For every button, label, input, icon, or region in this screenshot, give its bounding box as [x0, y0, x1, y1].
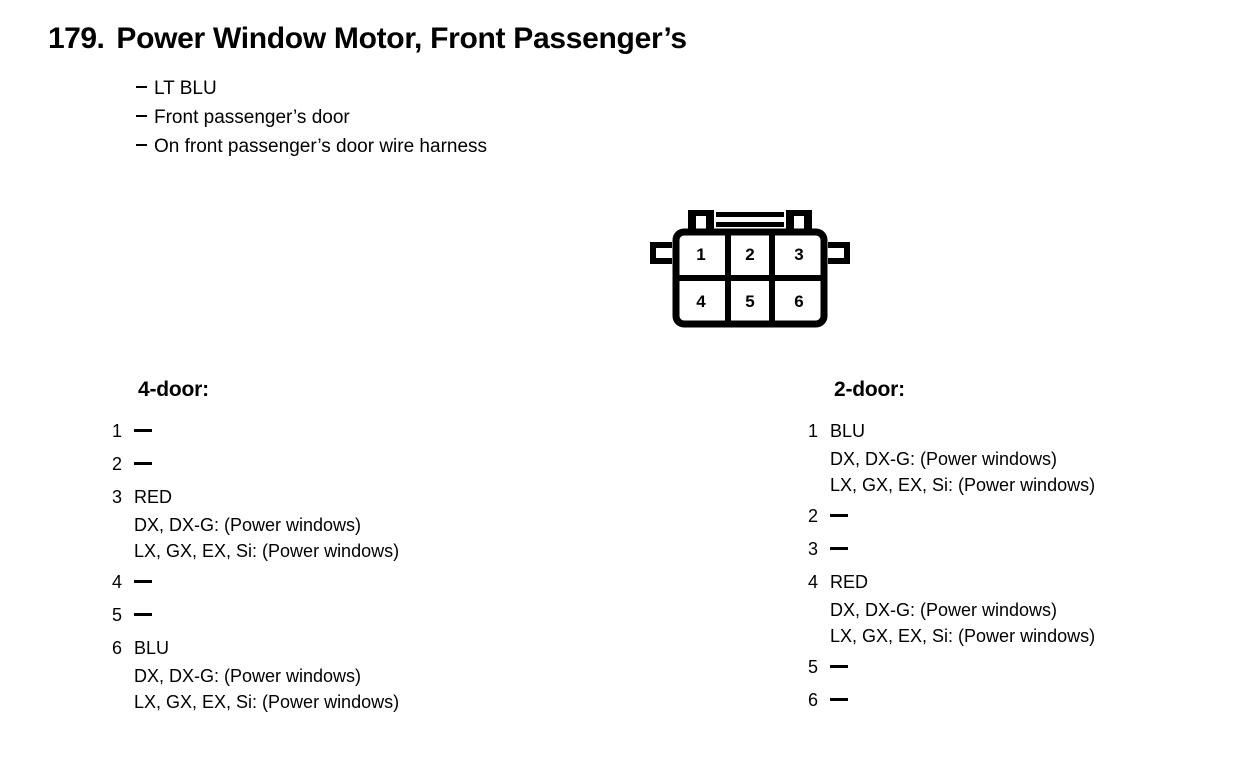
connector-top-left-tab	[688, 210, 714, 234]
pin-row: 6	[808, 685, 1095, 715]
pin-row: 3	[808, 534, 1095, 564]
pin-number: 3	[112, 487, 123, 507]
pin-details: RED DX, DX-G: (Power windows) LX, GX, EX, …	[830, 567, 1095, 649]
bullet-dash-icon	[136, 74, 152, 103]
pin-number: 2	[112, 454, 123, 474]
pin-table-header: 2-door:	[834, 378, 905, 401]
pin-number: 4	[112, 572, 123, 592]
pin-empty-dash-icon	[134, 567, 399, 597]
pin-empty-dash-icon	[830, 652, 1095, 682]
section-number: 179.	[48, 22, 105, 55]
pin-number: 3	[808, 539, 819, 559]
description-item: On front passenger’s door wire harness	[136, 132, 487, 161]
pin-list: 1 BLU DX, DX-G: (Power windows) LX, GX, EX,…	[808, 416, 1095, 715]
pin-number: 5	[808, 657, 819, 677]
pin-empty-dash-icon	[134, 600, 399, 630]
connector-left-ear	[650, 242, 674, 264]
pin-details	[830, 534, 1095, 564]
pin-row: 4	[112, 567, 399, 597]
pin-details: BLU DX, DX-G: (Power windows) LX, GX, EX, …	[134, 633, 399, 715]
pin-trim-note: LX, GX, EX, Si: (Power windows)	[830, 626, 1096, 646]
pin-empty-dash-icon	[830, 534, 1095, 564]
pin-list: 1 2 3 RED DX, DX-G: (Power windows) LX, GX, E…	[112, 416, 399, 715]
pin-trim-note: DX, DX-G: (Power windows)	[134, 515, 362, 535]
description-item-label: LT BLU	[154, 78, 217, 99]
pin-row: 2	[112, 449, 399, 479]
connector-pin-2: 2	[745, 245, 754, 264]
pin-row: 5	[808, 652, 1095, 682]
page-title: 179. Power Window Motor, Front Passenger…	[48, 22, 687, 56]
pin-number: 2	[808, 506, 819, 526]
pin-details	[134, 416, 399, 446]
section-title: Power Window Motor, Front Passenger’s	[116, 22, 687, 55]
connector-body	[672, 228, 828, 328]
pin-wire-color: BLU	[134, 638, 170, 658]
pin-number: 4	[808, 572, 819, 592]
pin-row: 3 RED DX, DX-G: (Power windows) LX, GX, EX,…	[112, 482, 399, 564]
pin-details	[134, 567, 399, 597]
pin-row: 1	[112, 416, 399, 446]
pin-details	[830, 652, 1095, 682]
connector-pin-1: 1	[696, 245, 705, 264]
description-item-label: On front passenger’s door wire harness	[154, 136, 488, 157]
pin-number: 5	[112, 605, 123, 625]
pin-row: 4 RED DX, DX-G: (Power windows) LX, GX, EX,…	[808, 567, 1095, 649]
pin-details	[134, 600, 399, 630]
pin-empty-dash-icon	[830, 501, 1095, 531]
description-list: LT BLU Front passenger’s door On front pas…	[136, 74, 487, 161]
connector-right-ear	[826, 242, 850, 264]
pin-details	[830, 501, 1095, 531]
pin-table-4-door: 4-door: 1 2 3 RED DX, DX-G: (Power windows) L…	[112, 378, 399, 718]
pin-details: BLU DX, DX-G: (Power windows) LX, GX, EX, …	[830, 416, 1095, 498]
connector-pin-4: 4	[696, 292, 706, 311]
pin-trim-note: LX, GX, EX, Si: (Power windows)	[830, 475, 1096, 495]
pin-trim-note: DX, DX-G: (Power windows)	[830, 600, 1058, 620]
description-item: Front passenger’s door	[136, 103, 487, 132]
pin-table-2-door: 2-door: 1 BLU DX, DX-G: (Power windows) LX,…	[808, 378, 1095, 718]
pin-wire-color: BLU	[830, 421, 866, 441]
pin-row: 1 BLU DX, DX-G: (Power windows) LX, GX, EX,…	[808, 416, 1095, 498]
pin-table-header: 4-door:	[138, 378, 209, 401]
pin-details	[134, 449, 399, 479]
pin-trim-note: DX, DX-G: (Power windows)	[830, 449, 1058, 469]
pin-empty-dash-icon	[134, 449, 399, 479]
pin-wire-color: RED	[134, 487, 173, 507]
pin-number: 6	[112, 638, 123, 658]
pin-trim-note: LX, GX, EX, Si: (Power windows)	[134, 541, 400, 561]
pin-number: 6	[808, 690, 819, 710]
pin-wire-color: RED	[830, 572, 869, 592]
pin-row: 6 BLU DX, DX-G: (Power windows) LX, GX, EX,…	[112, 633, 399, 715]
description-item: LT BLU	[136, 74, 487, 103]
pin-trim-note: LX, GX, EX, Si: (Power windows)	[134, 692, 400, 712]
bullet-dash-icon	[136, 132, 152, 161]
pin-details: RED DX, DX-G: (Power windows) LX, GX, EX, …	[134, 482, 399, 564]
connector-pin-6: 6	[794, 292, 803, 311]
connector-diagram: 1 2 3 4 5 6	[644, 202, 856, 334]
connector-pin-3: 3	[794, 245, 803, 264]
connector-top-right-tab	[786, 210, 812, 234]
pin-row: 2	[808, 501, 1095, 531]
connector-center-latch	[716, 212, 784, 227]
pin-row: 5	[112, 600, 399, 630]
pin-empty-dash-icon	[830, 685, 1095, 715]
connector-pin-5: 5	[745, 292, 754, 311]
pin-details	[830, 685, 1095, 715]
bullet-dash-icon	[136, 103, 152, 132]
pin-number: 1	[112, 421, 123, 441]
pin-number: 1	[808, 421, 819, 441]
pin-trim-note: DX, DX-G: (Power windows)	[134, 666, 362, 686]
pin-empty-dash-icon	[134, 416, 399, 446]
description-item-label: Front passenger’s door	[154, 107, 350, 128]
